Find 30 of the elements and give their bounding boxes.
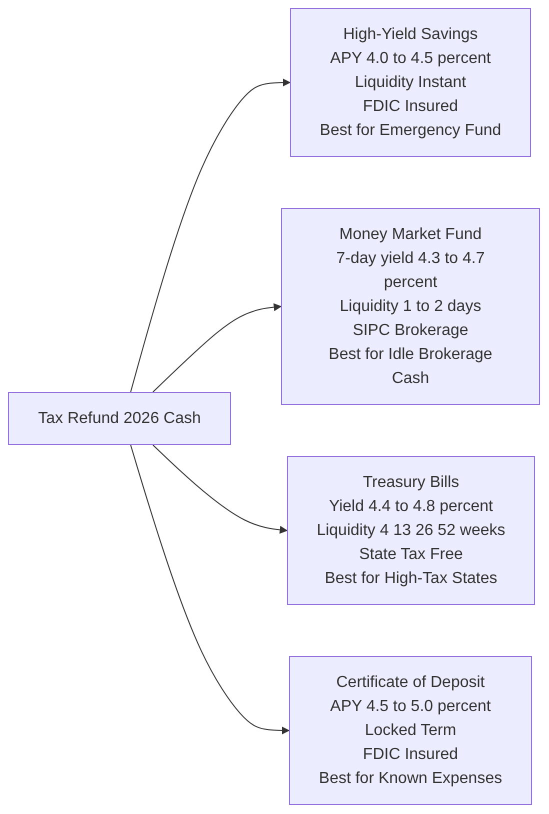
node-detail: FDIC Insured [362,744,458,764]
node-detail: APY 4.5 to 5.0 percent [330,696,491,716]
option-box [281,208,540,405]
node-detail: Liquidity 1 to 2 days [340,296,482,316]
arrow [130,444,290,734]
source-box [8,392,231,445]
option-box [290,8,531,157]
node-title: Tax Refund 2026 Cash [38,408,201,428]
node-detail: APY 4.0 to 4.5 percent [330,48,491,68]
node-detail: Best for Emergency Fund [320,120,502,140]
node-detail: SIPC Brokerage [352,320,468,340]
node-detail: Locked Term [364,720,456,740]
node-detail: State Tax Free [359,544,463,564]
arrow [130,78,291,392]
arrow [152,303,282,392]
node-title: High-Yield Savings [343,24,478,44]
node-title: Money Market Fund [339,224,482,244]
node-detail: Liquidity Instant [354,72,466,92]
option-box [287,456,535,605]
node-detail: FDIC Insured [362,96,458,116]
node-detail: Liquidity 4 13 26 52 weeks [316,520,506,540]
node-title: Treasury Bills [362,472,460,492]
node-detail: 7-day yield 4.3 to 4.7 percent [335,248,486,292]
node-detail: Best for Idle Brokerage Cash [328,344,494,388]
node-detail: Best for High-Tax States [324,568,498,588]
node-detail: Best for Known Expenses [318,768,502,788]
arrow [152,444,288,534]
node-title: Certificate of Deposit [336,672,485,692]
node-detail: Yield 4.4 to 4.8 percent [329,496,493,516]
option-box [289,656,532,805]
